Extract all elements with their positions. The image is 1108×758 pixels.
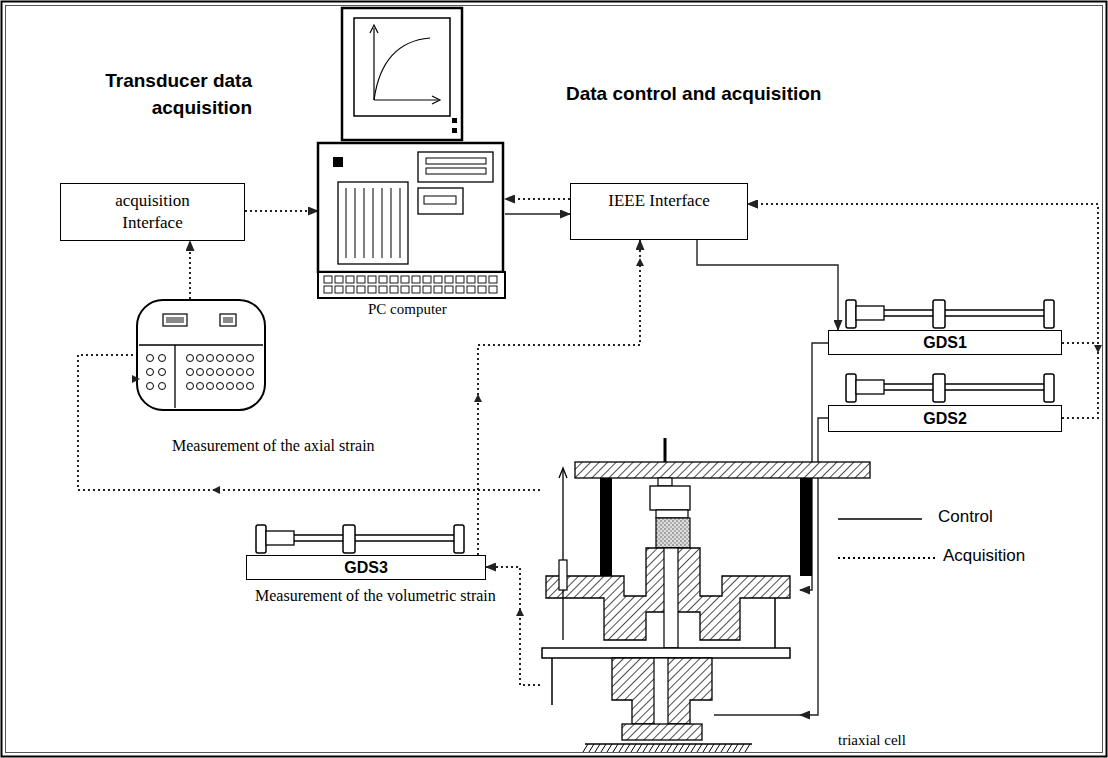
legend-sample xyxy=(838,518,922,519)
acquisition-line xyxy=(748,204,1098,343)
node-label: GDS1 xyxy=(923,334,967,352)
acquisition-line xyxy=(505,198,570,200)
node-label: acquisition Interface xyxy=(97,190,209,234)
legend-sample xyxy=(838,557,935,559)
acquisition-line xyxy=(486,567,540,685)
section-heading: Transducer data acquisition xyxy=(50,67,252,121)
acquisition-line xyxy=(245,210,318,212)
node-label: PC computer xyxy=(366,301,449,318)
node-label: GDS2 xyxy=(923,410,967,428)
pump-controller: GDS1 xyxy=(828,330,1062,355)
node-label: triaxial cell xyxy=(836,732,908,749)
pump-controller: GDS3 xyxy=(246,555,486,580)
measurement-label: Measurement of the volumetric strain xyxy=(253,587,498,605)
legend-text: Control xyxy=(938,507,993,527)
acquisition-line xyxy=(78,241,540,490)
interface-box: IEEE Interface xyxy=(570,183,748,240)
node-label: IEEE Interface xyxy=(608,190,709,212)
pump-controller: GDS2 xyxy=(828,405,1062,432)
section-heading: Data control and acquisition xyxy=(566,80,896,107)
control-line xyxy=(697,240,838,330)
legend-text: Acquisition xyxy=(943,546,1025,566)
triaxial-cell: triaxial cell xyxy=(540,455,800,748)
interface-box: acquisition Interface xyxy=(60,183,245,241)
measurement-label: Measurement of the axial strain xyxy=(170,437,377,455)
control-line xyxy=(505,213,570,214)
computer-unit: PC computer xyxy=(318,5,505,298)
node-label: GDS3 xyxy=(344,559,388,577)
acquisition-line xyxy=(748,204,1098,418)
